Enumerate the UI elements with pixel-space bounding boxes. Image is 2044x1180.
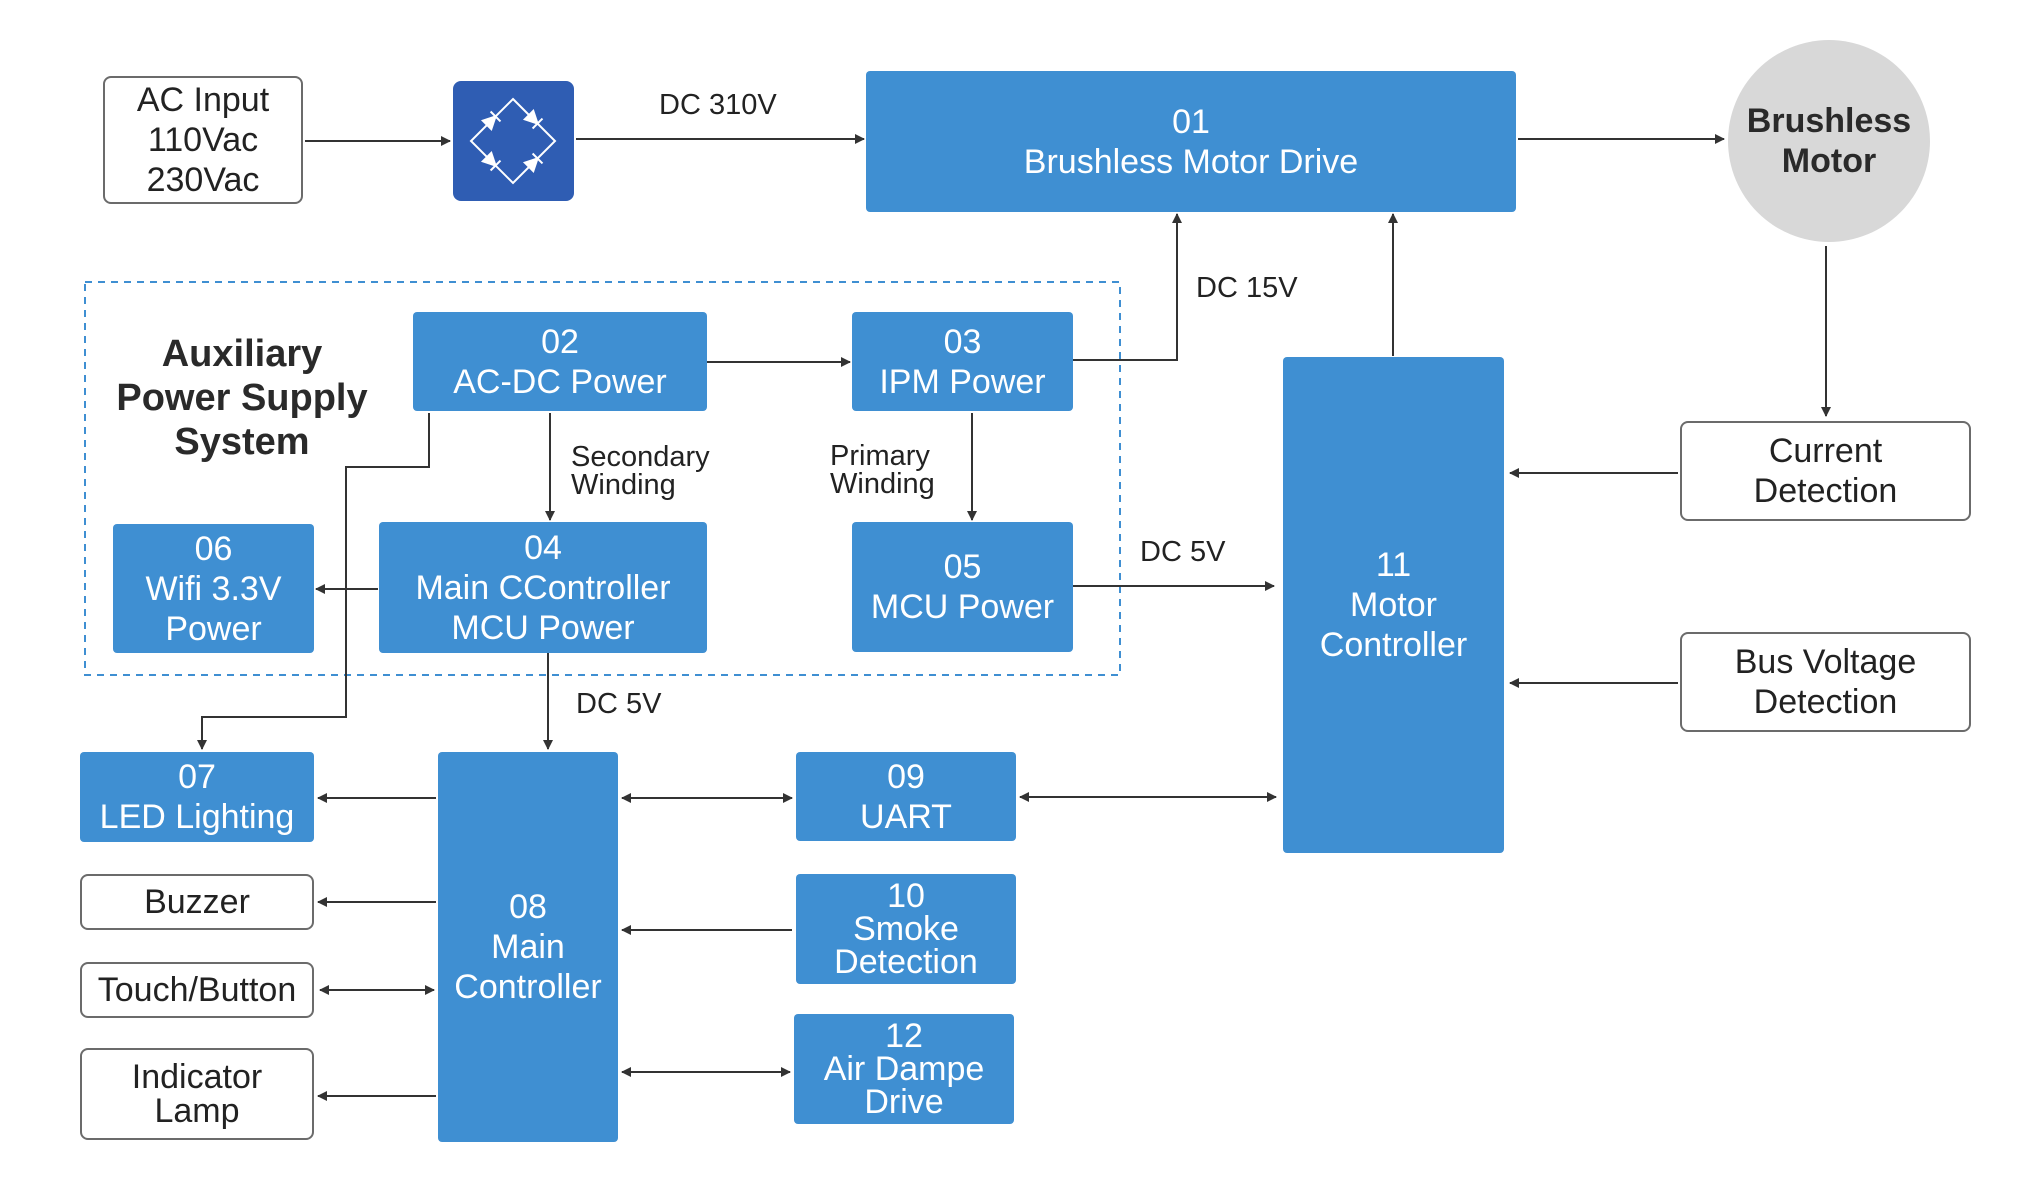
block-11-label: Motor xyxy=(1350,586,1437,624)
label-dc5-main: DC 5V xyxy=(576,688,662,720)
label-primary: Primary xyxy=(830,440,930,472)
indicator-lamp-box: Indicator Lamp xyxy=(80,1048,314,1140)
block-02-number: 02 xyxy=(541,322,579,361)
block-08-main-controller: 08 Main Controller xyxy=(438,752,618,1142)
block-05-number: 05 xyxy=(943,548,982,586)
buzzer-label: Buzzer xyxy=(144,883,250,921)
block-09-number: 09 xyxy=(887,757,925,796)
bus-voltage-line1: Bus Voltage xyxy=(1734,643,1917,681)
bus-voltage-detection-box: Bus Voltage Detection xyxy=(1680,632,1971,732)
rectifier-block xyxy=(453,81,574,201)
block-06-label2: Power xyxy=(165,609,262,648)
label-primary-winding-2: Winding xyxy=(830,468,935,500)
aux-title-line3: System xyxy=(174,421,310,463)
touch-button-box: Touch/Button xyxy=(80,962,314,1018)
aux-title-line2: Power Supply xyxy=(116,377,368,419)
block-06-label: Wifi 3.3V xyxy=(145,569,282,608)
current-detection-box: Current Detection xyxy=(1680,421,1971,521)
block-05-mcu-power: 05 MCU Power xyxy=(852,522,1073,652)
block-01-number: 01 xyxy=(1172,102,1210,141)
block-02-acdc-power: 02 AC-DC Power xyxy=(413,312,707,411)
block-07-label: LED Lighting xyxy=(99,798,295,836)
label-primary-winding: Primary Winding xyxy=(830,440,935,500)
ac-input-230: 230Vac xyxy=(146,161,260,199)
block-04-label: Main CController xyxy=(415,568,671,607)
current-detection-line2: Detection xyxy=(1753,472,1898,510)
label-dc310: DC 310V xyxy=(659,89,777,121)
block-03-number: 03 xyxy=(943,322,982,361)
block-10-number: 10 xyxy=(887,876,925,915)
aux-title-line1: Auxiliary xyxy=(161,333,323,375)
block-08-label: Main xyxy=(491,928,565,966)
motor-line2: Motor xyxy=(1781,142,1877,180)
block-08-number: 08 xyxy=(509,888,547,926)
block-10-label: Smoke xyxy=(853,909,959,948)
block-12-label2: Drive xyxy=(864,1082,944,1121)
bridge-rectifier-icon xyxy=(469,97,557,185)
block-10-smoke-detection: 10 Smoke Detection xyxy=(796,874,1016,984)
bus-voltage-line2: Detection xyxy=(1753,683,1898,721)
block-10-label2: Detection xyxy=(834,942,978,981)
wire-03-01 xyxy=(1073,213,1182,361)
block-04-number: 04 xyxy=(524,528,562,567)
block-04-label2: MCU Power xyxy=(451,608,635,647)
current-detection-line1: Current xyxy=(1768,432,1883,470)
motor-line1: Brushless xyxy=(1746,102,1912,140)
label-dc5-mcu: DC 5V xyxy=(1140,536,1226,568)
block-12-number: 12 xyxy=(885,1016,923,1055)
block-03-label: IPM Power xyxy=(879,362,1046,401)
block-06-wifi-power: 06 Wifi 3.3V Power xyxy=(113,524,314,653)
block-05-label: MCU Power xyxy=(870,588,1055,626)
label-secondary: Secondary xyxy=(571,441,710,473)
label-dc15: DC 15V xyxy=(1196,272,1298,304)
ac-input-box: AC Input 110Vac 230Vac xyxy=(103,76,303,204)
label-secondary-winding-2: Winding xyxy=(571,469,676,501)
block-11-label2: Controller xyxy=(1319,626,1468,664)
touch-button-label: Touch/Button xyxy=(97,971,297,1009)
block-04-main-controller-mcu-power: 04 Main CController MCU Power xyxy=(379,522,707,653)
ac-input-title: AC Input xyxy=(136,81,270,119)
block-11-number: 11 xyxy=(1375,546,1412,584)
block-11-motor-controller: 11 Motor Controller xyxy=(1283,357,1504,853)
indicator-line1: Indicator xyxy=(131,1058,263,1096)
block-08-label2: Controller xyxy=(454,968,602,1006)
block-09-label: UART xyxy=(860,797,952,836)
wire-02-07 xyxy=(197,413,430,750)
auxiliary-power-title: Auxiliary Power Supply System xyxy=(42,332,442,464)
block-07-number: 07 xyxy=(178,758,216,796)
buzzer-box: Buzzer xyxy=(80,874,314,930)
block-07-led-lighting: 07 LED Lighting xyxy=(80,752,314,842)
ac-input-110: 110Vac xyxy=(147,121,259,159)
block-03-ipm-power: 03 IPM Power xyxy=(852,312,1073,411)
block-01-brushless-motor-drive: 01 Brushless Motor Drive xyxy=(866,71,1516,212)
block-06-number: 06 xyxy=(194,529,233,568)
block-12-air-damper-drive: 12 Air Dampe Drive xyxy=(794,1014,1014,1124)
indicator-line2: Lamp xyxy=(154,1092,240,1130)
block-09-uart: 09 UART xyxy=(796,752,1016,841)
label-secondary-winding: Secondary Winding xyxy=(571,441,710,501)
block-02-label: AC-DC Power xyxy=(453,362,667,401)
block-12-label: Air Dampe xyxy=(823,1049,985,1088)
block-01-label: Brushless Motor Drive xyxy=(1023,142,1359,181)
brushless-motor: Brushless Motor xyxy=(1728,40,1930,242)
